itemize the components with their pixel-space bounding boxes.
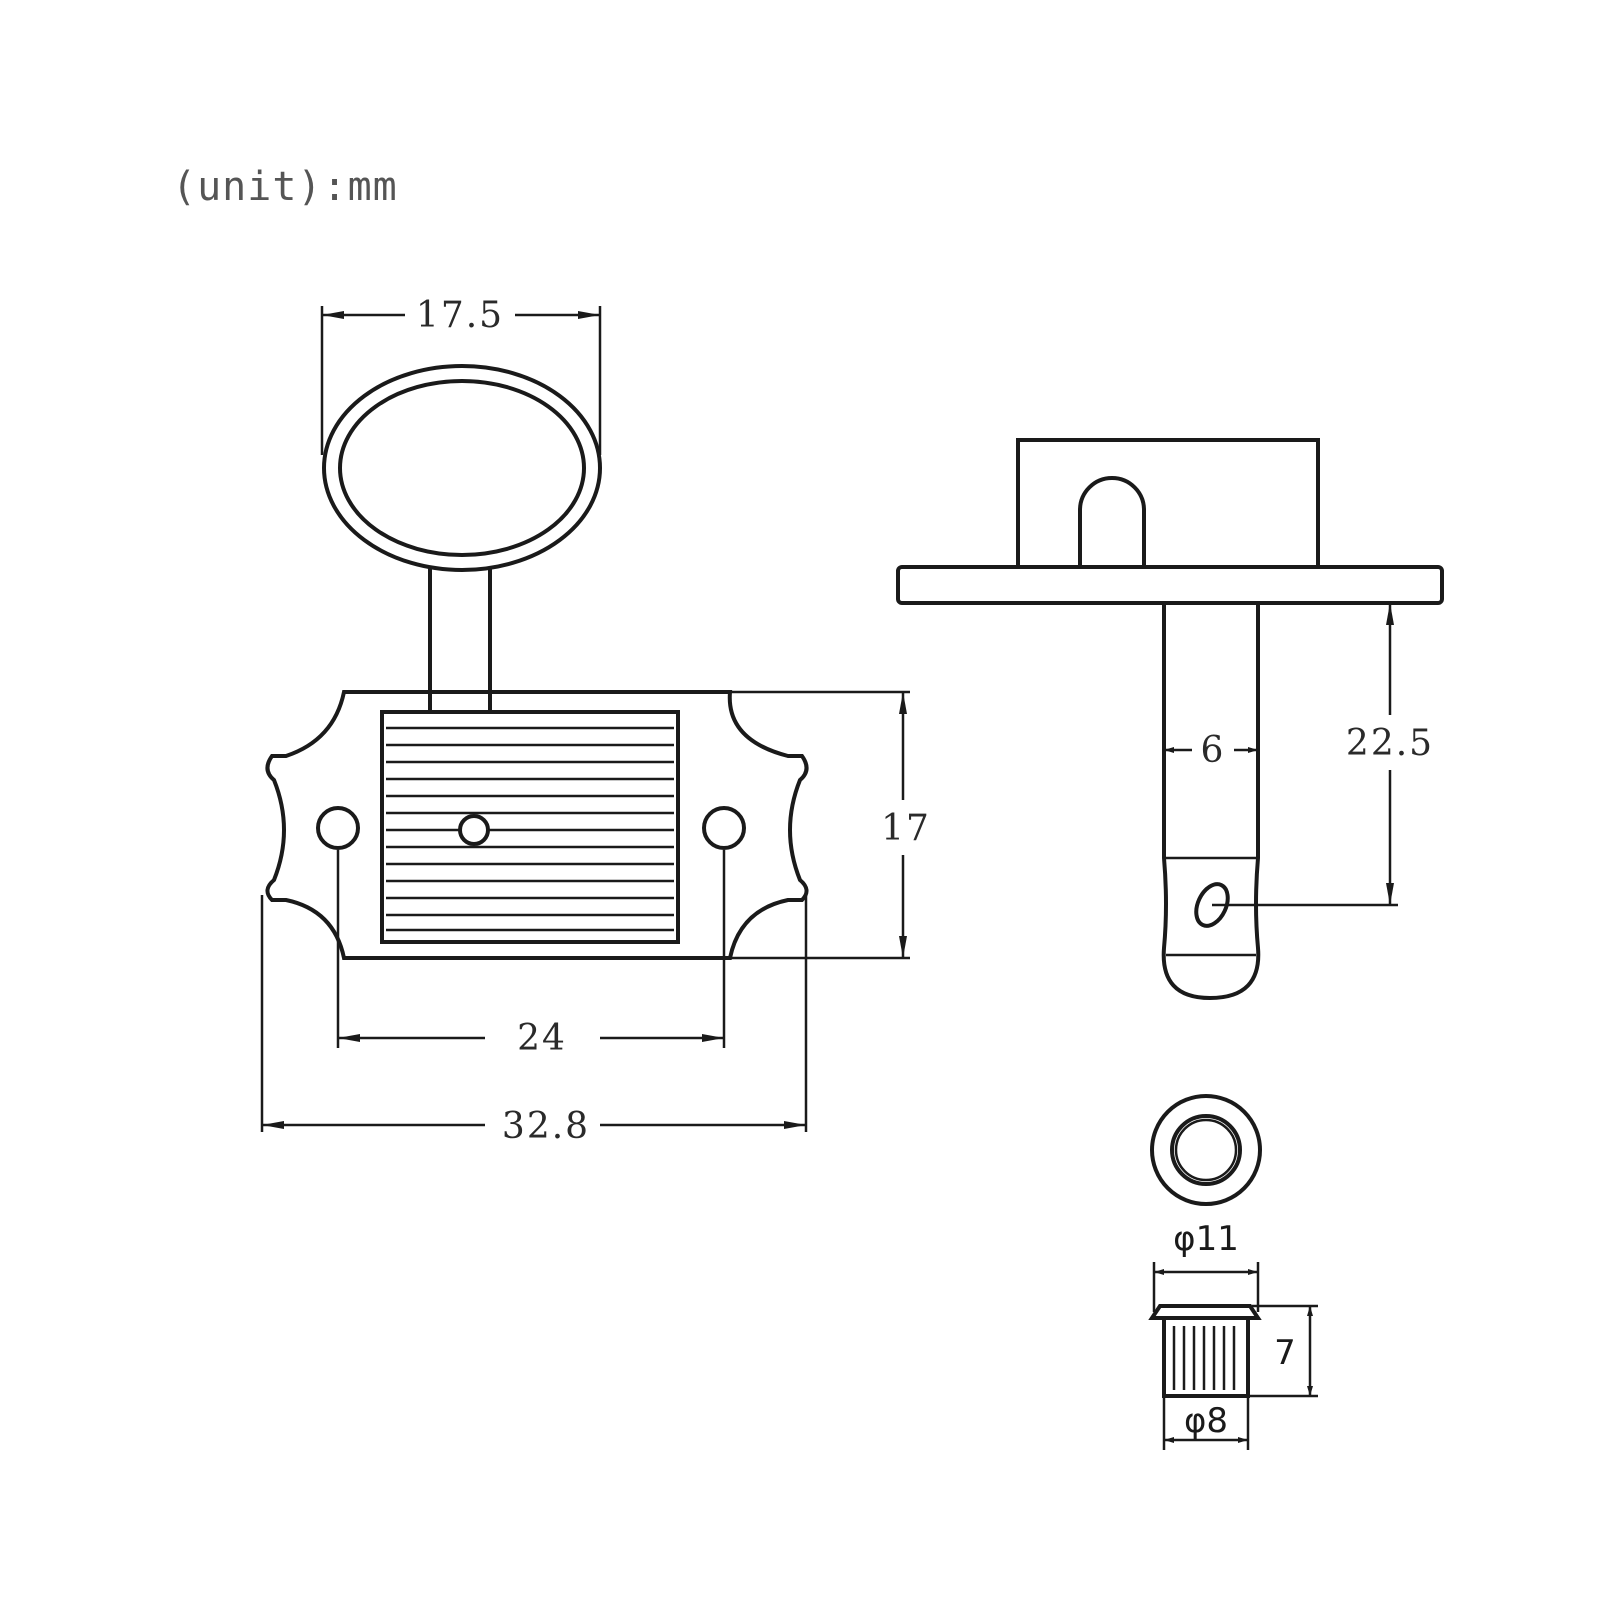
housing-ribs bbox=[386, 726, 674, 932]
dim-bushing-inner bbox=[1162, 1396, 1250, 1450]
left-mounting-hole bbox=[316, 806, 360, 850]
worm-shaft bbox=[1078, 476, 1146, 567]
unit-note: (unit):mm bbox=[172, 164, 398, 210]
dim-plate-height bbox=[730, 690, 910, 960]
dim-post-length bbox=[1212, 603, 1398, 907]
side-base-plate bbox=[896, 565, 1444, 605]
side-view: 6 22.5 bbox=[896, 438, 1444, 1001]
side-housing bbox=[1016, 438, 1320, 569]
string-hole bbox=[1194, 882, 1230, 928]
knob-stem bbox=[428, 568, 492, 710]
front-view: 17.5 17 24 32.8 bbox=[260, 295, 931, 1147]
bushing-outer-diameter-label: φ11 bbox=[1173, 1219, 1239, 1259]
overall-width-label: 32.8 bbox=[502, 1106, 590, 1147]
dim-overall-width bbox=[260, 895, 808, 1132]
dim-bushing-outer bbox=[1152, 1262, 1260, 1312]
bushing-body bbox=[1162, 1316, 1250, 1398]
center-screw-hole bbox=[458, 814, 490, 846]
gear-housing bbox=[380, 710, 680, 944]
knob-outer bbox=[322, 364, 602, 572]
knob-inner bbox=[338, 379, 586, 557]
dim-bushing-height bbox=[1250, 1304, 1318, 1398]
string-post bbox=[1161, 603, 1261, 1001]
bushing-inner-diameter-label: φ8 bbox=[1184, 1401, 1228, 1441]
bushing-outer-ring bbox=[1150, 1094, 1262, 1206]
bushing-knurl bbox=[1172, 1326, 1236, 1390]
bushing-height-label: 7 bbox=[1274, 1333, 1296, 1373]
dim-knob-width bbox=[320, 306, 602, 455]
plate-height-label: 17 bbox=[881, 808, 931, 849]
right-mounting-hole bbox=[702, 806, 746, 850]
post-diameter-label: 6 bbox=[1201, 730, 1226, 771]
post-length-label: 22.5 bbox=[1346, 723, 1434, 764]
bushing-inner-ring bbox=[1170, 1114, 1242, 1186]
hole-spacing-label: 24 bbox=[517, 1018, 567, 1059]
mounting-plate bbox=[265, 690, 809, 960]
dim-hole-spacing bbox=[336, 850, 726, 1048]
knob-width-label: 17.5 bbox=[416, 295, 504, 336]
bushing-views: φ11 7 bbox=[1148, 1094, 1318, 1450]
bushing-bore bbox=[1174, 1118, 1238, 1182]
